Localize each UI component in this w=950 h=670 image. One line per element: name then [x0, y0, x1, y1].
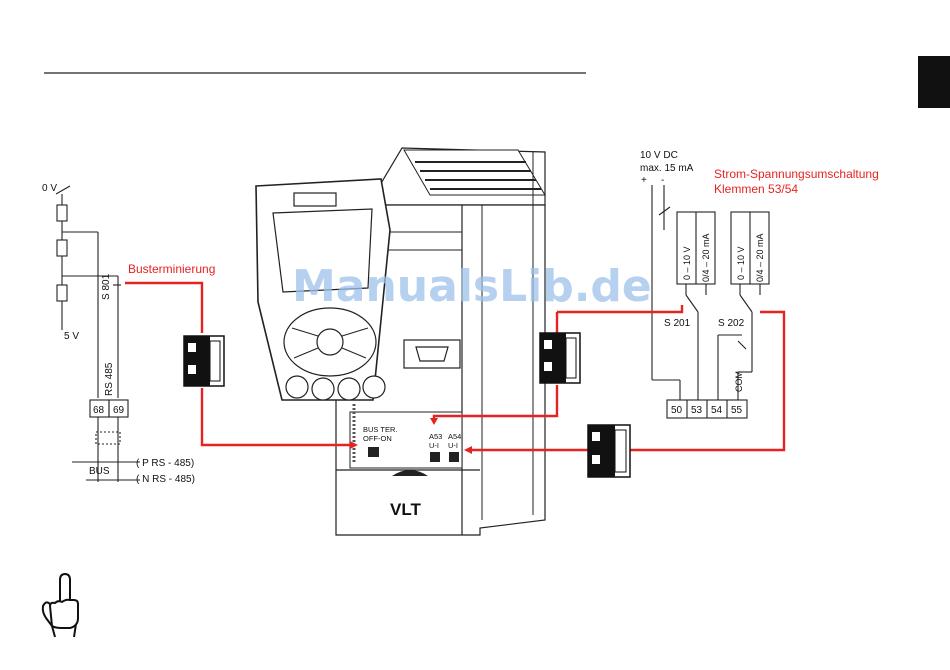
- bus-label: BUS: [89, 466, 110, 477]
- vlt-drive: [256, 148, 545, 535]
- switch-s202-label: S 202: [718, 318, 745, 329]
- s201-range-current: 0/4 – 20 mA: [701, 233, 711, 282]
- switch-s801-label: S 801: [101, 273, 112, 300]
- current-voltage-callout-line1: Strom-Spannungsumschaltung: [714, 167, 879, 181]
- supply-max-label: max. 15 mA: [640, 163, 694, 174]
- section-tab: [918, 56, 950, 108]
- dip-switch-icon: [540, 333, 580, 383]
- terminal-55: 55: [731, 405, 743, 416]
- supply-plus: +: [641, 175, 647, 186]
- switch-s201-label: S 201: [664, 318, 691, 329]
- bus-n-label: ( N RS - 485): [136, 474, 195, 485]
- terminal-54: 54: [711, 405, 723, 416]
- bus-ter-label: BUS TER.: [363, 425, 397, 434]
- s202-range-current: 0/4 – 20 mA: [755, 233, 765, 282]
- rs485-label: RS 485: [104, 362, 115, 396]
- watermark: ManualsLib.de: [292, 261, 652, 312]
- supply-10vdc-label: 10 V DC: [640, 150, 678, 161]
- supply-minus: -: [661, 175, 664, 186]
- current-voltage-callout-line2: Klemmen 53/54: [714, 182, 798, 196]
- supply-0v-label: 0 V: [42, 183, 57, 194]
- dip-switch-icon: [588, 425, 630, 477]
- terminal-50: 50: [671, 405, 683, 416]
- vlt-brand: VLT: [390, 500, 421, 519]
- terminal-53: 53: [691, 405, 703, 416]
- a53-ui-label: U-I: [429, 441, 439, 450]
- a54-ui-label: U-I: [448, 441, 458, 450]
- dip-switch-icon: [184, 336, 224, 386]
- com-label: COM: [734, 371, 744, 392]
- off-on-label: OFF-ON: [363, 434, 392, 443]
- bus-termination-callout: Busterminierung: [128, 262, 215, 276]
- s201-range-voltage: 0 – 10 V: [682, 246, 692, 280]
- a54-label: A54: [448, 432, 461, 441]
- a53-label: A53: [429, 432, 442, 441]
- supply-5v-label: 5 V: [64, 331, 79, 342]
- s202-range-voltage: 0 – 10 V: [736, 246, 746, 280]
- terminal-68: 68: [93, 405, 105, 416]
- pointing-hand-icon: [43, 574, 78, 637]
- terminal-69: 69: [113, 405, 125, 416]
- bus-p-label: ( P RS - 485): [136, 458, 194, 469]
- right-schematic: [652, 185, 769, 418]
